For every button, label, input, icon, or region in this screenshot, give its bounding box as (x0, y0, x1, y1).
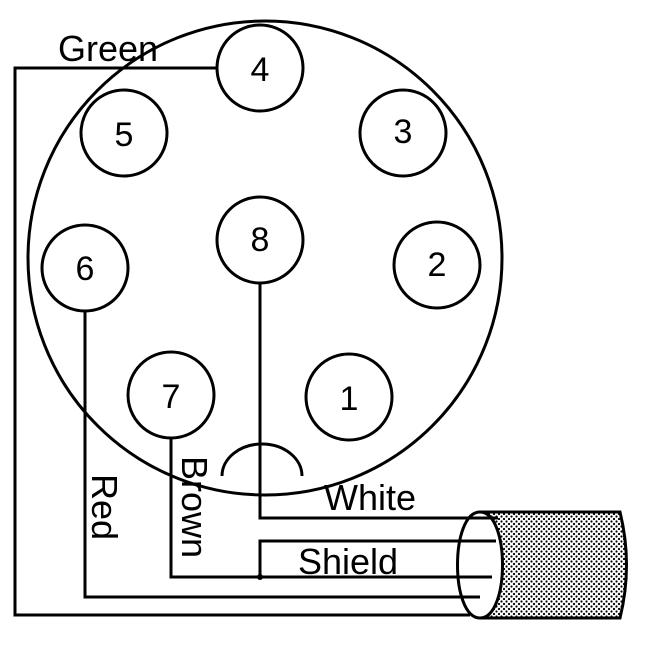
wire-shield (258, 539, 496, 577)
pin-6-label: 6 (76, 250, 95, 288)
pin-3-label: 3 (394, 113, 413, 151)
pin-3: 3 (358, 88, 448, 178)
pin-1: 1 (304, 352, 394, 442)
keyway-notch (220, 442, 304, 477)
pin-8-label: 8 (251, 221, 270, 259)
wire-green (13, 66, 470, 617)
label-green: Green (58, 28, 158, 69)
wire-brown (169, 438, 492, 579)
pin-5: 5 (79, 88, 169, 178)
label-white: White (324, 477, 416, 518)
label-red: Red (84, 474, 125, 540)
pin-4: 4 (215, 23, 305, 113)
shield-junction (257, 574, 263, 580)
cable-end (456, 510, 504, 620)
cable-jacket (478, 510, 628, 620)
pin-5-label: 5 (115, 116, 134, 154)
pin-8: 8 (215, 195, 305, 285)
pin-2: 2 (392, 220, 482, 310)
pin-4-label: 4 (251, 51, 270, 89)
pin-7: 7 (126, 350, 216, 440)
label-shield: Shield (298, 541, 398, 582)
label-brown: Brown (174, 456, 215, 558)
pin-1-label: 1 (340, 380, 359, 418)
wire-white (258, 283, 498, 520)
pin-2-label: 2 (428, 246, 447, 284)
pin-6: 6 (40, 223, 130, 313)
connector-body (26, 19, 504, 497)
pin-7-label: 7 (162, 378, 181, 416)
wire-red (83, 311, 480, 599)
